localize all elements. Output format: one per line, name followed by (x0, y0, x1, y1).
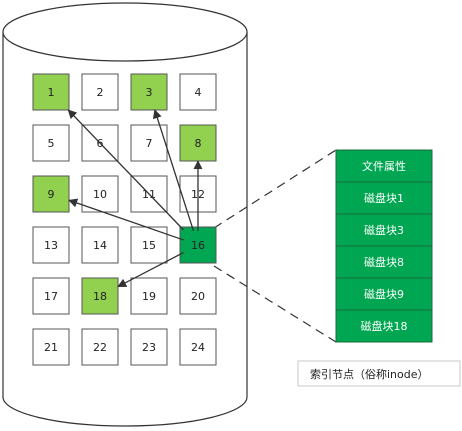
inode-row-box (335, 213, 433, 247)
connector-top (213, 149, 337, 229)
disk-block-24: 24 (179, 328, 217, 366)
inode-row: 磁盘块8 (335, 245, 433, 279)
disk-block-5: 5 (32, 124, 70, 162)
pointer-arrow-to-9 (68, 198, 184, 241)
disk-block-1: 1 (32, 73, 70, 111)
disk-block-8: 8 (179, 124, 217, 162)
block-label: 8 (195, 137, 202, 150)
disk-block-17: 17 (32, 277, 70, 315)
block-box (81, 328, 119, 366)
block-box (32, 175, 70, 213)
block-box (179, 73, 217, 111)
block-box (81, 175, 119, 213)
block-box (81, 277, 119, 315)
inode-row-label: 磁盘块1 (364, 191, 404, 205)
inode-row-label: 磁盘块3 (364, 223, 404, 237)
block-label: 4 (195, 86, 202, 99)
block-label: 24 (191, 341, 205, 354)
block-label: 10 (93, 188, 107, 201)
block-box (179, 328, 217, 366)
inode-row-label: 磁盘块8 (364, 255, 404, 269)
disk-block-19: 19 (130, 277, 168, 315)
disk-block-20: 20 (179, 277, 217, 315)
inode-row-box (335, 181, 433, 215)
inode-row-label: 文件属性 (362, 159, 406, 173)
inode-row: 磁盘块9 (335, 277, 433, 311)
block-box (32, 277, 70, 315)
block-label: 2 (97, 86, 104, 99)
inode-row-box (335, 245, 433, 279)
disk-block-18: 18 (81, 277, 119, 315)
disk-block-21: 21 (32, 328, 70, 366)
disk-block-14: 14 (81, 226, 119, 264)
pointer-arrow-to-18 (117, 251, 184, 288)
block-label: 9 (48, 188, 55, 201)
block-label: 18 (93, 290, 107, 303)
disk-block-23: 23 (130, 328, 168, 366)
block-grid: 123456789101112131415161718192021222324 (32, 73, 217, 366)
block-label: 22 (93, 341, 107, 354)
block-box (32, 124, 70, 162)
block-box (81, 226, 119, 264)
inode-row-box (335, 277, 433, 311)
inode-row: 磁盘块3 (335, 213, 433, 247)
block-box (32, 226, 70, 264)
block-label: 20 (191, 290, 205, 303)
inode-row-label: 磁盘块9 (364, 287, 404, 301)
disk-block-2: 2 (81, 73, 119, 111)
inode-row: 磁盘块1 (335, 181, 433, 215)
block-label: 15 (142, 239, 156, 252)
disk-block-13: 13 (32, 226, 70, 264)
block-label: 7 (146, 137, 153, 150)
pointer-arrow-to-1 (67, 109, 184, 231)
block-box (32, 328, 70, 366)
inode-connectors (213, 149, 337, 343)
disk-block-16: 16 (179, 226, 217, 264)
inode-row: 文件属性 (335, 149, 433, 183)
block-label: 1 (48, 86, 55, 99)
block-box (130, 226, 168, 264)
disk-block-15: 15 (130, 226, 168, 264)
disk-top (2, 2, 248, 62)
block-box (130, 328, 168, 366)
inode-row: 磁盘块18 (335, 309, 433, 343)
block-box (179, 226, 217, 264)
inode-caption: 索引节点（俗称inode） (310, 367, 429, 381)
inode-caption-box: 索引节点（俗称inode） (297, 360, 461, 387)
connector-bottom (213, 265, 337, 343)
block-label: 16 (191, 239, 205, 252)
block-label: 13 (44, 239, 58, 252)
block-box (130, 277, 168, 315)
block-box (81, 73, 119, 111)
block-label: 3 (146, 86, 153, 99)
inode-row-box (335, 309, 433, 343)
block-box (179, 124, 217, 162)
block-label: 19 (142, 290, 156, 303)
block-box (130, 73, 168, 111)
disk-block-10: 10 (81, 175, 119, 213)
inode-row-box (335, 149, 433, 183)
block-label: 23 (142, 341, 156, 354)
index-pointers (67, 109, 203, 288)
disk-block-3: 3 (130, 73, 168, 111)
block-label: 14 (93, 239, 107, 252)
block-label: 21 (44, 341, 58, 354)
disk-block-4: 4 (179, 73, 217, 111)
block-label: 5 (48, 137, 55, 150)
disk-block-22: 22 (81, 328, 119, 366)
disk-block-9: 9 (32, 175, 70, 213)
block-box (32, 73, 70, 111)
pointer-arrow-to-3 (152, 109, 195, 232)
inode-row-label: 磁盘块18 (361, 319, 408, 333)
block-label: 17 (44, 290, 58, 303)
block-box (179, 277, 217, 315)
